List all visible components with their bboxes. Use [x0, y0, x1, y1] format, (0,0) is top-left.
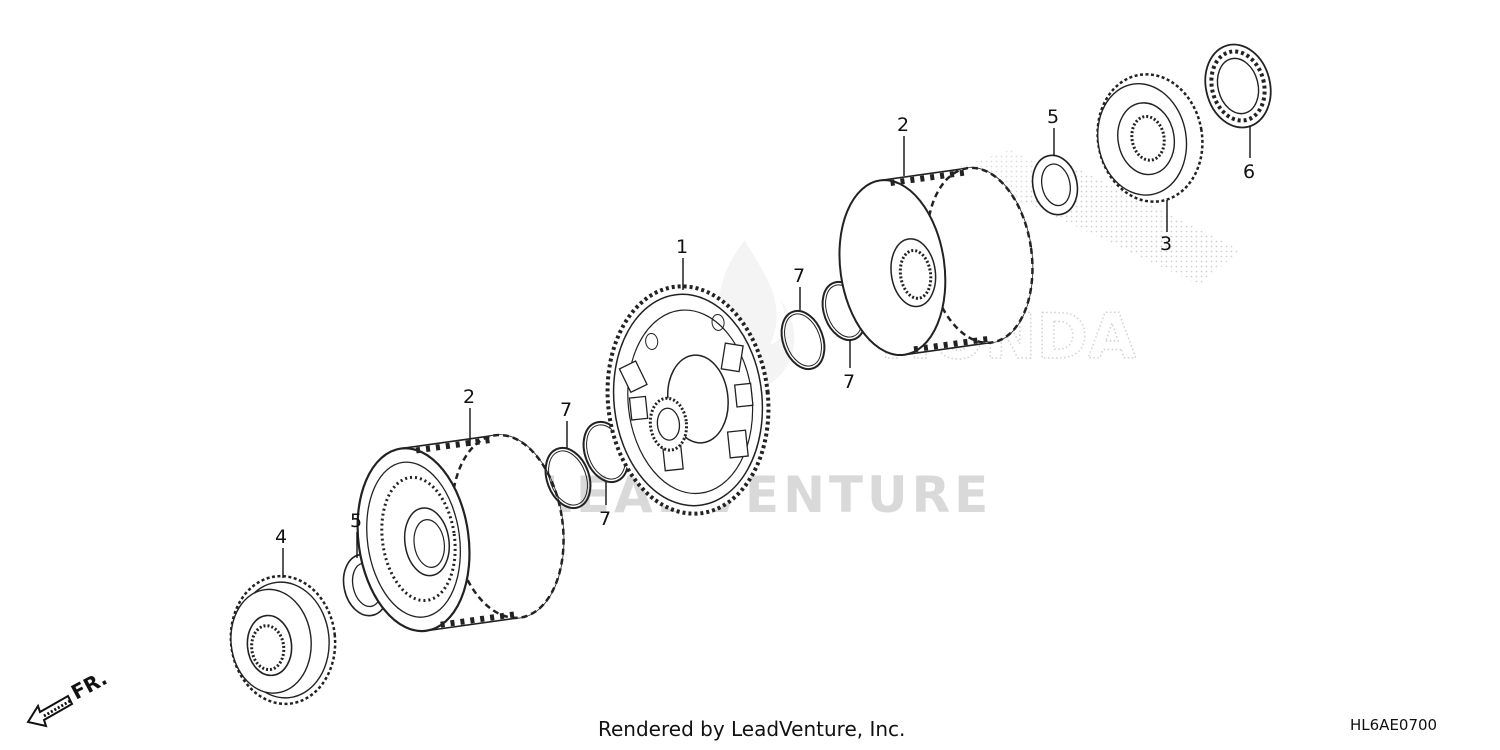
callout-part-7-a: 7	[560, 399, 572, 421]
callout-part-6: 6	[1243, 161, 1255, 183]
callout-part-4: 4	[275, 526, 287, 548]
render-credit: Rendered by LeadVenture, Inc.	[598, 717, 906, 741]
callout-part-7-d: 7	[843, 371, 855, 393]
callout-part-3: 3	[1160, 233, 1172, 255]
callout-part-7-c: 7	[793, 265, 805, 287]
washer-part-5-right	[1031, 154, 1079, 216]
leader-lines	[282, 126, 1251, 578]
snap-ring-part-7-c	[780, 309, 826, 371]
callout-part-1: 1	[676, 236, 688, 258]
callout-part-2-left: 2	[463, 386, 475, 408]
gear-part-3	[1096, 73, 1204, 203]
front-direction-indicator: FR.	[26, 666, 111, 728]
diagram-code: HL6AE0700	[1350, 716, 1438, 734]
bearing-part-6	[1204, 43, 1272, 129]
callout-part-2-right: 2	[897, 114, 909, 136]
clutch-drum-part-2-right	[838, 166, 1034, 357]
leadventure-watermark: LEADVENTURE	[540, 466, 992, 524]
clutch-drum-part-2-left	[356, 433, 565, 633]
snap-ring-part-7-a	[544, 446, 592, 510]
front-arrow-icon	[26, 694, 74, 728]
callout-part-5-right: 5	[1047, 106, 1059, 128]
callout-part-7-b: 7	[599, 508, 611, 530]
front-label: FR.	[67, 666, 111, 705]
callout-labels: 4 5 2 7 7 1 7 7 2 5 3 6	[275, 106, 1255, 548]
callout-part-5-left: 5	[350, 510, 362, 532]
gear-carrier-part-1	[605, 284, 771, 516]
gear-part-4	[229, 574, 337, 706]
